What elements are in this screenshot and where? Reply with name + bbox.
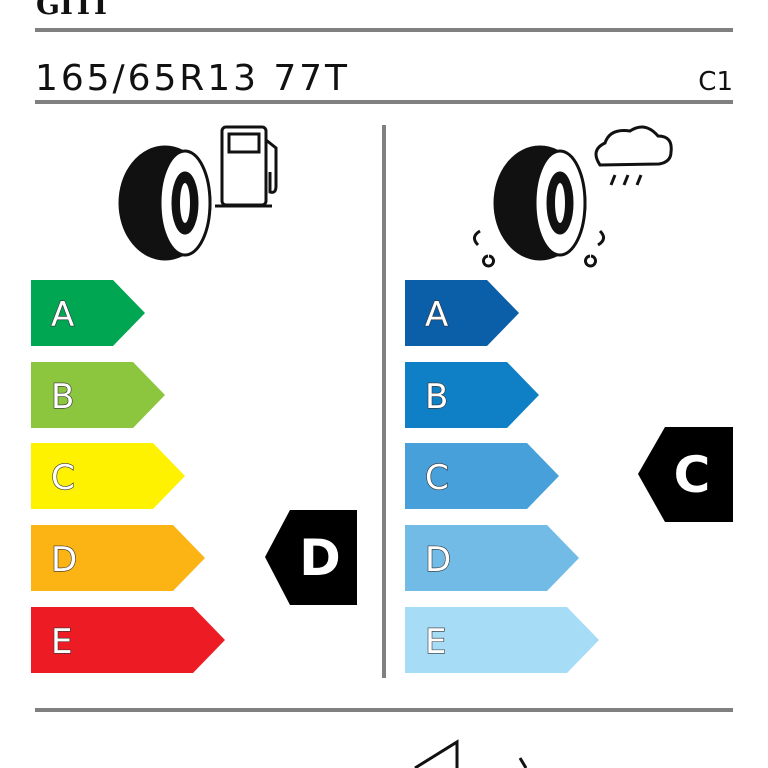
fuel_efficiency-bar-label: E — [51, 622, 72, 662]
divider-bottom — [35, 708, 733, 712]
brand-name: GITI — [36, 0, 107, 21]
fuel_efficiency-bar-label: D — [51, 540, 77, 580]
wet_grip-bar-a — [405, 280, 519, 346]
fuel-rating-letter: D — [299, 529, 341, 587]
fuel_efficiency-bar-b — [31, 362, 165, 428]
wet_grip-bar-label: E — [425, 622, 446, 662]
fuel_efficiency-bar-label: B — [51, 377, 74, 417]
fuel_efficiency-bar-label: A — [51, 295, 74, 335]
divider-header — [35, 100, 733, 104]
wet_grip-bar-b — [405, 362, 539, 428]
fuel_efficiency-bar-label: C — [51, 458, 75, 498]
wet_grip-bar-label: C — [425, 458, 449, 498]
wet-grip-rating-marker: C — [638, 427, 733, 522]
fuel_efficiency-bar-c — [31, 443, 185, 509]
noise-icon-partial — [414, 739, 528, 768]
fuel_efficiency-bar-a — [31, 280, 145, 346]
divider-top — [35, 28, 733, 32]
wet_grip-bar-c — [405, 443, 559, 509]
tyre-class: C1 — [698, 67, 733, 97]
wet_grip-bar-label: B — [425, 377, 448, 417]
wet_grip-bar-e — [405, 607, 599, 673]
wet_grip-bar-label: A — [425, 295, 448, 335]
divider-vertical — [382, 125, 386, 678]
wet-grip-scale: A B C D E — [405, 280, 599, 673]
wet_grip-bar-label: D — [425, 540, 451, 580]
wet_grip-bar-d — [405, 525, 579, 591]
fuel-efficiency-scale: A B C D E — [31, 280, 225, 673]
fuel-rating-marker: D — [265, 510, 357, 605]
tyre-size: 165/65R13 77T — [35, 58, 348, 99]
fuel_efficiency-bar-d — [31, 525, 205, 591]
tyre-fuel-pump-icon — [118, 125, 278, 261]
wet-grip-rating-letter: C — [674, 446, 711, 504]
tyre-rain-cloud-icon — [473, 125, 673, 268]
fuel_efficiency-bar-e — [31, 607, 225, 673]
